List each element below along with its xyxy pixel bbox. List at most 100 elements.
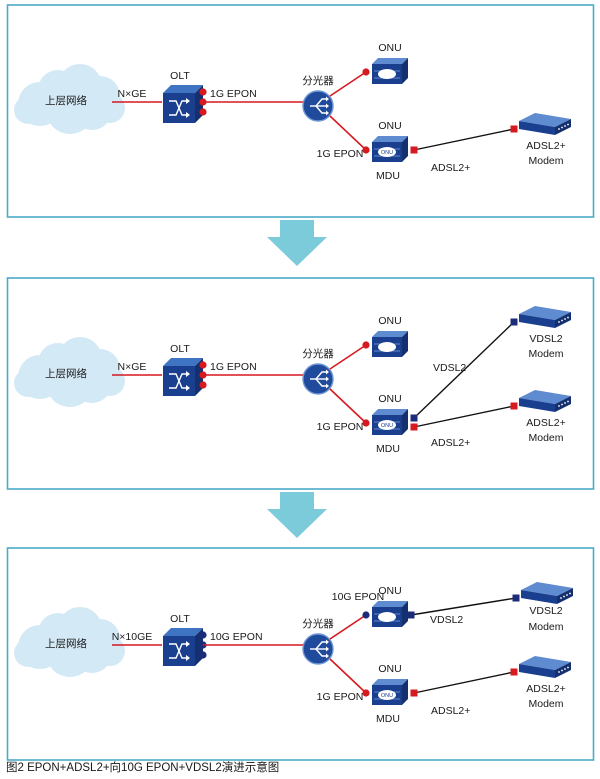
modem-name: Modem bbox=[528, 348, 563, 360]
mdu-port bbox=[362, 689, 370, 697]
olt-port bbox=[199, 631, 207, 639]
mdu-label: MDU bbox=[376, 170, 400, 182]
modem-name: Modem bbox=[528, 698, 563, 710]
drop-fiber-upper bbox=[329, 344, 367, 370]
onu-modem-line-label: VDSL2 bbox=[430, 614, 463, 626]
mdu-onu-label: ONU bbox=[378, 663, 401, 675]
cloud-icon bbox=[14, 607, 125, 677]
olt-port bbox=[199, 108, 207, 116]
dsl-line bbox=[413, 671, 515, 694]
onu-icon bbox=[372, 331, 408, 357]
down-arrow-icon bbox=[267, 492, 327, 538]
olt-port bbox=[199, 361, 207, 369]
mdu-port bbox=[362, 419, 370, 427]
modem-port bbox=[510, 402, 518, 410]
dsl-line bbox=[413, 128, 515, 151]
dsl-line-label: ADSL2+ bbox=[431, 162, 470, 174]
mdu-label: MDU bbox=[376, 443, 400, 455]
uplink-label: N×GE bbox=[118, 361, 147, 373]
splitter-label: 分光器 bbox=[302, 617, 334, 630]
modem-icon bbox=[519, 306, 571, 328]
mdu-onu-label: ONU bbox=[378, 393, 401, 405]
olt-pon-label: 10G EPON bbox=[210, 631, 263, 643]
olt-port bbox=[199, 88, 207, 96]
cloud-label: 上层网络 bbox=[45, 94, 87, 107]
drop-fiber-lower bbox=[329, 658, 367, 694]
olt-switch-icon bbox=[163, 358, 203, 396]
modem-port bbox=[510, 668, 518, 676]
cloud-icon bbox=[14, 64, 125, 134]
modem-name: Modem bbox=[528, 621, 563, 633]
onu-port bbox=[362, 341, 370, 349]
onu-pon-label: 10G EPON bbox=[332, 591, 385, 603]
optical-splitter-icon bbox=[302, 633, 334, 665]
onu-mark: ONU bbox=[381, 150, 393, 156]
modem-name: Modem bbox=[528, 432, 563, 444]
mdu-icon: ONU bbox=[372, 136, 408, 162]
olt-port bbox=[199, 381, 207, 389]
vdsl2-line bbox=[410, 597, 517, 616]
modem-port bbox=[510, 125, 518, 133]
splitter-label: 分光器 bbox=[302, 74, 334, 87]
uplink-label: N×GE bbox=[118, 88, 147, 100]
mdu-icon: ONU bbox=[372, 679, 408, 705]
olt-switch-icon bbox=[163, 85, 203, 123]
modem-port bbox=[512, 594, 520, 602]
optical-splitter-icon bbox=[302, 90, 334, 122]
cloud-icon bbox=[14, 337, 125, 407]
olt-switch-icon bbox=[163, 628, 203, 666]
modem-icon bbox=[519, 113, 571, 135]
modem-name: VDSL2 bbox=[529, 333, 562, 345]
mdu-icon: ONU bbox=[372, 409, 408, 435]
drop-fiber-lower bbox=[329, 388, 367, 424]
onu-port bbox=[362, 68, 370, 76]
olt-pon-label: 1G EPON bbox=[210, 88, 257, 100]
modem-icon bbox=[519, 390, 571, 412]
optical-splitter-icon bbox=[302, 363, 334, 395]
dsl-line-label: ADSL2+ bbox=[431, 705, 470, 717]
drop-fiber-lower bbox=[329, 115, 367, 151]
mdu-pon-label: 1G EPON bbox=[317, 148, 364, 160]
modem-name: Modem bbox=[528, 155, 563, 167]
panel-1: 上层网络 N×GE OLT 1G EPON 分光器 ONU ONU 1G EPON MDU ONU… bbox=[6, 4, 595, 218]
modem-icon bbox=[519, 656, 571, 678]
mdu-port bbox=[362, 146, 370, 154]
modem-name: ADSL2+ bbox=[526, 417, 565, 429]
olt-pon-label: 1G EPON bbox=[210, 361, 257, 373]
modem-icon bbox=[521, 582, 573, 604]
olt-label: OLT bbox=[170, 343, 190, 355]
olt-label: OLT bbox=[170, 613, 190, 625]
drop-fiber-upper bbox=[329, 71, 367, 97]
onu-label: ONU bbox=[378, 585, 401, 597]
onu-port bbox=[362, 611, 370, 619]
cloud-label: 上层网络 bbox=[45, 367, 87, 380]
modem-name: ADSL2+ bbox=[526, 140, 565, 152]
mdu-dsl-port bbox=[410, 689, 418, 697]
modem-name: ADSL2+ bbox=[526, 683, 565, 695]
cloud-label: 上层网络 bbox=[45, 637, 87, 650]
uplink-label: N×10GE bbox=[112, 631, 153, 643]
mdu-dsl-port bbox=[410, 414, 418, 422]
olt-port bbox=[199, 651, 207, 659]
dsl-line-label: ADSL2+ bbox=[431, 437, 470, 449]
dsl-line bbox=[413, 405, 515, 428]
olt-label: OLT bbox=[170, 70, 190, 82]
mdu-pon-label: 1G EPON bbox=[317, 421, 364, 433]
modem-port bbox=[510, 318, 518, 326]
mdu-dsl-port bbox=[410, 423, 418, 431]
mdu-dsl-port bbox=[410, 146, 418, 154]
dsl-line-label: VDSL2 bbox=[433, 362, 466, 374]
onu-mark: ONU bbox=[381, 423, 393, 429]
onu-icon bbox=[372, 601, 408, 627]
modem-name: VDSL2 bbox=[529, 605, 562, 617]
down-arrow-icon bbox=[267, 220, 327, 266]
figure-caption: 图2 EPON+ADSL2+向10G EPON+VDSL2演进示意图 bbox=[6, 760, 279, 774]
onu-label: ONU bbox=[378, 315, 401, 327]
mdu-label: MDU bbox=[376, 713, 400, 725]
mdu-onu-label: ONU bbox=[378, 120, 401, 132]
onu-label: ONU bbox=[378, 42, 401, 54]
onu-dsl-port bbox=[407, 611, 415, 619]
mdu-pon-label: 1G EPON bbox=[317, 691, 364, 703]
